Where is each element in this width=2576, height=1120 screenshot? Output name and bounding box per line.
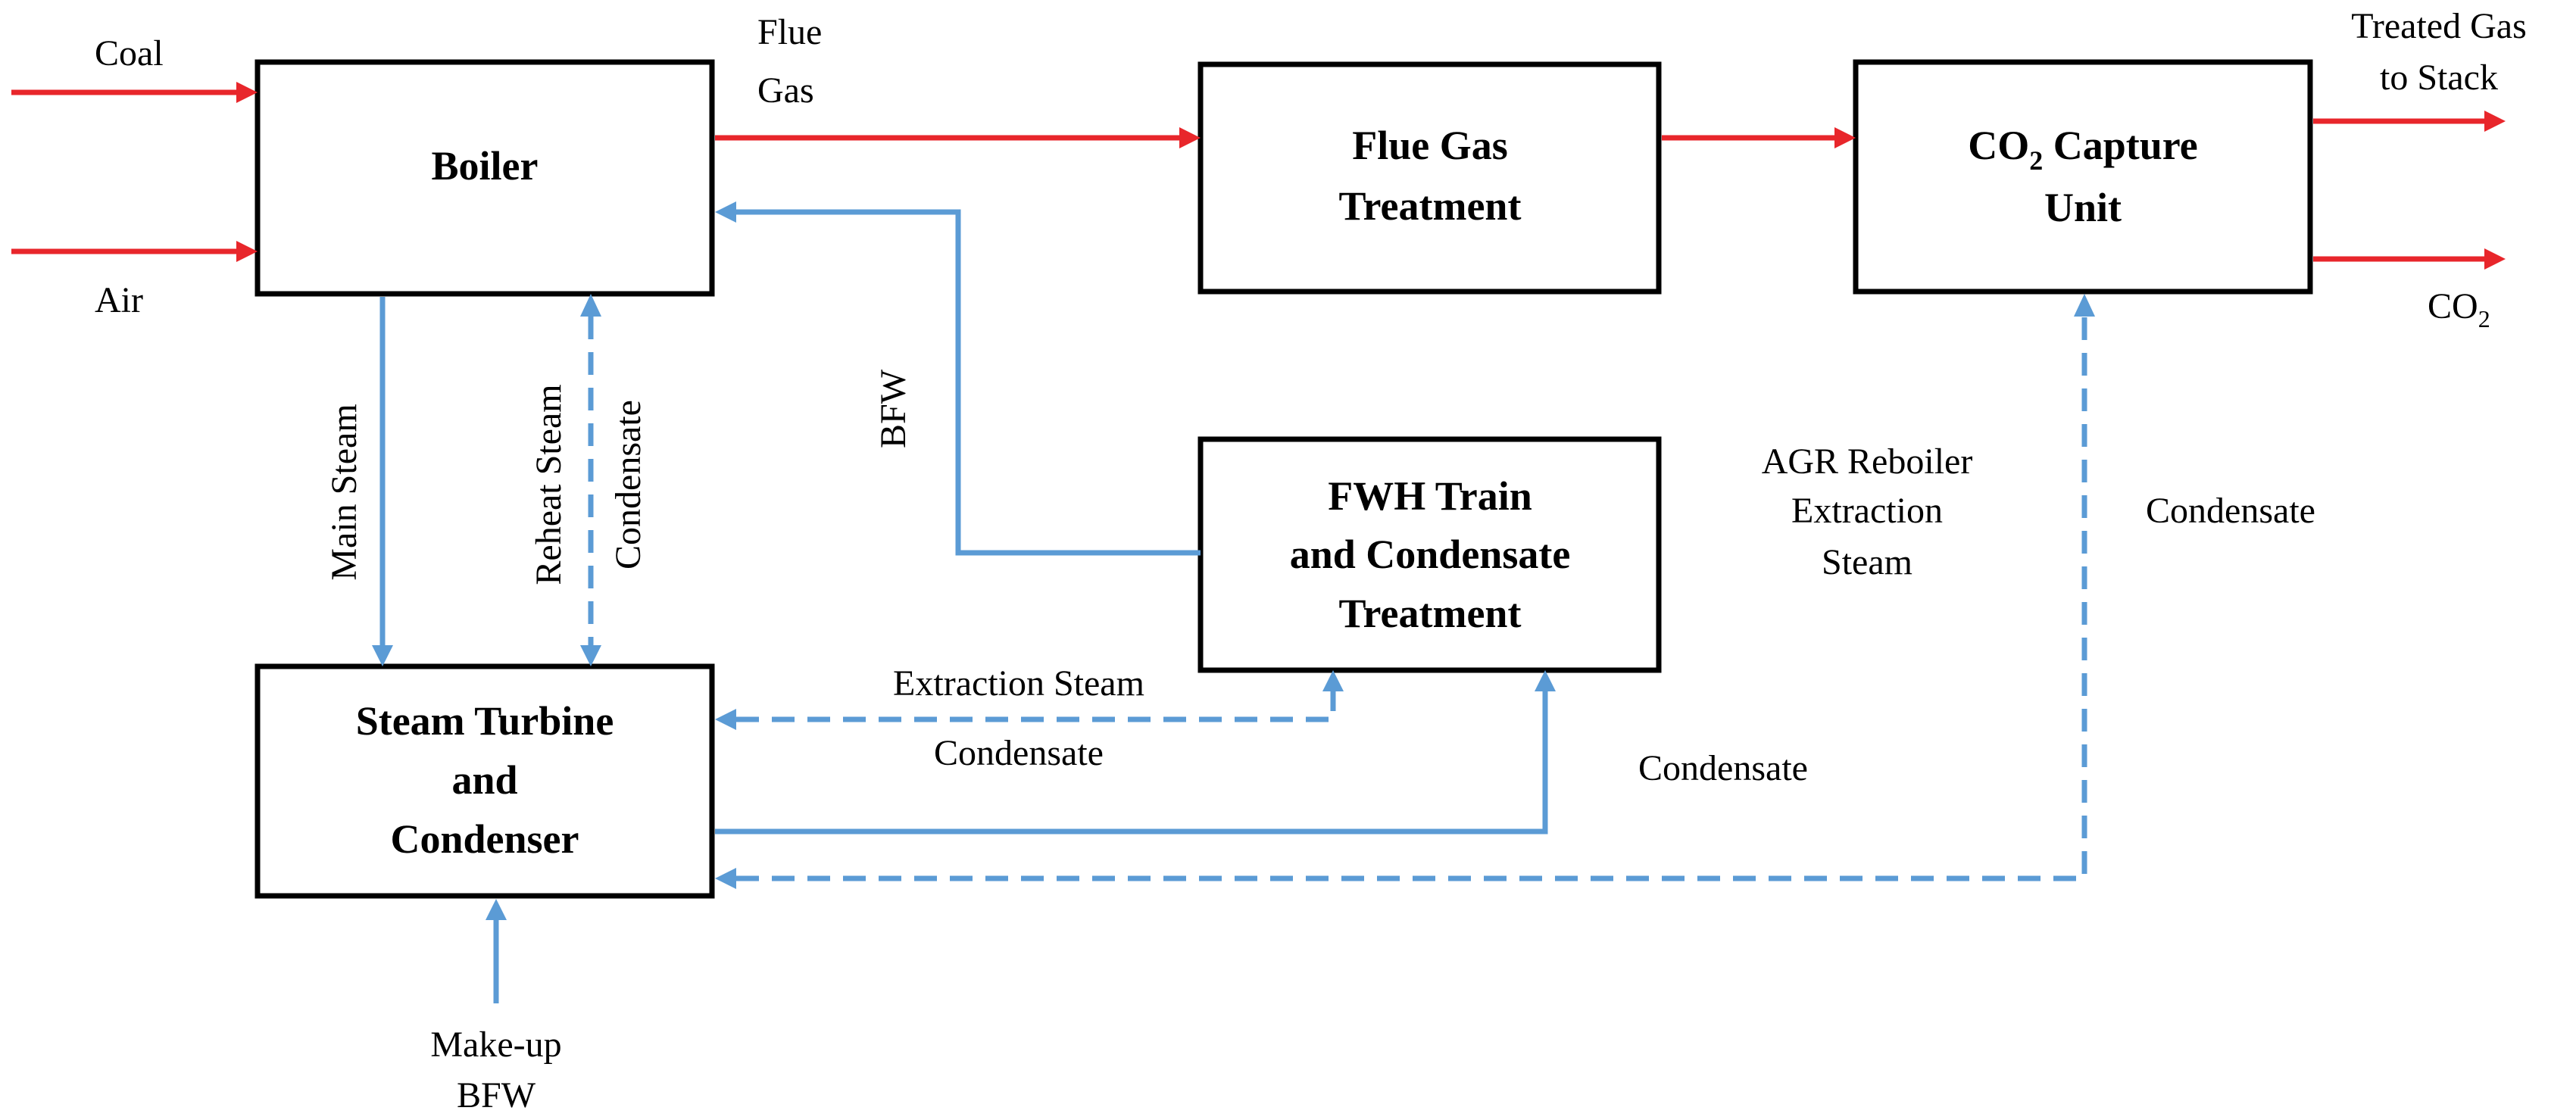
boiler-condensate-label: Condensate xyxy=(608,400,648,569)
steam-turbine-label-line3: Condenser xyxy=(390,816,579,862)
extraction-condensate-label: Condensate xyxy=(934,733,1104,773)
flue-gas-stream: Flue Gas xyxy=(715,12,1201,148)
capture-condensate-label: Condensate xyxy=(2146,491,2315,531)
bfw-label: BFW xyxy=(873,369,913,448)
coal-stream: Coal xyxy=(11,33,258,103)
agr-reboiler-label-line3: Steam xyxy=(1822,542,1912,582)
agr-reboiler-extraction-stream: AGR Reboiler Extraction Steam Condensate xyxy=(715,294,2315,889)
fwh-train-label-line2: and Condensate xyxy=(1290,532,1571,577)
fwh-train-label-line3: Treatment xyxy=(1339,591,1522,636)
flue-gas-label-line2: Gas xyxy=(757,70,814,111)
turbine-condensate-label: Condensate xyxy=(1638,748,1808,788)
steam-turbine-block: Steam Turbine and Condenser xyxy=(254,663,715,899)
steam-turbine-label-line1: Steam Turbine xyxy=(356,698,614,744)
makeup-bfw-label-line2: BFW xyxy=(457,1075,536,1115)
co2-capture-unit-block: CO2 Capture Unit xyxy=(1853,59,2313,295)
co2-product-label: CO2 xyxy=(2428,286,2490,332)
agr-reboiler-label-line1: AGR Reboiler xyxy=(1762,441,1973,482)
extraction-steam-condensate-stream: Extraction Steam Condensate xyxy=(715,663,1344,773)
main-steam-stream: Main Steam xyxy=(324,297,393,666)
treated-gas-label-line1: Treated Gas xyxy=(2351,6,2527,46)
boiler-label: Boiler xyxy=(432,143,539,189)
boiler-block: Boiler xyxy=(254,59,715,297)
treated-gas-to-stack-stream: Treated Gas to Stack xyxy=(2313,6,2527,132)
co2-capture-unit-label-line2: Unit xyxy=(2044,185,2122,230)
extraction-steam-label: Extraction Steam xyxy=(893,663,1144,704)
agr-reboiler-label-line2: Extraction xyxy=(1791,491,1943,531)
fwh-train-label-line1: FWH Train xyxy=(1328,473,1532,519)
flue-gas-label-line1: Flue xyxy=(757,12,822,52)
coal-label: Coal xyxy=(95,33,164,73)
air-label: Air xyxy=(95,280,143,320)
makeup-bfw-stream: Make-up BFW xyxy=(430,899,562,1115)
makeup-bfw-label-line1: Make-up xyxy=(430,1025,561,1065)
treated-gas-label-line2: to Stack xyxy=(2380,58,2498,98)
turbine-condensate-stream: Condensate xyxy=(715,670,1808,835)
treated-flue-gas-stream xyxy=(1662,127,1856,148)
co2-product-stream: CO2 xyxy=(2313,248,2506,332)
bfw-stream: BFW xyxy=(715,201,1201,556)
fwh-train-block: FWH Train and Condensate Treatment xyxy=(1197,436,1662,673)
flue-gas-treatment-label-line1: Flue Gas xyxy=(1352,123,1508,168)
reheat-steam-condensate-stream: Reheat Steam Condensate xyxy=(529,294,648,666)
steam-turbine-label-line2: and xyxy=(451,757,517,803)
flue-gas-treatment-block: Flue Gas Treatment xyxy=(1197,61,1662,295)
main-steam-label: Main Steam xyxy=(324,404,364,580)
reheat-steam-label: Reheat Steam xyxy=(529,384,569,585)
flue-gas-treatment-label-line2: Treatment xyxy=(1339,183,1522,229)
air-stream: Air xyxy=(11,241,258,320)
co2-capture-unit-label-line1: CO2 Capture xyxy=(1968,123,2198,176)
